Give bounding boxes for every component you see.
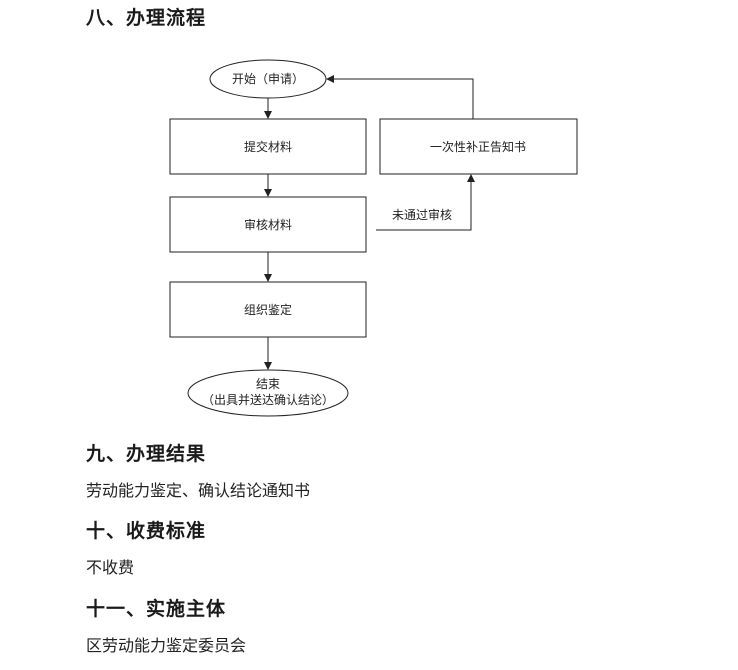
- section-text-fees: 不收费: [86, 558, 135, 577]
- process-flowchart: 开始（申请） 提交材料 一次性补正告知书 审核材料 组织鉴定 结束 （出具并送达…: [169, 59, 578, 417]
- section-heading-process: 八、办理流程: [86, 7, 207, 29]
- section-heading-result: 九、办理结果: [86, 443, 207, 465]
- flow-end-label-line1: 结束: [256, 377, 280, 391]
- section-heading-fees: 十、收费标准: [86, 520, 207, 542]
- flow-organize-label: 组织鉴定: [244, 302, 292, 317]
- flow-end-label-line2: （出具并送达确认结论）: [202, 392, 334, 407]
- flow-review-node: 审核材料: [169, 196, 367, 253]
- section-text-authority: 区劳动能力鉴定委员会: [86, 636, 247, 655]
- flow-end-node: 结束 （出具并送达确认结论）: [187, 369, 349, 417]
- flow-start-node: 开始（申请）: [209, 59, 327, 99]
- flow-organize-node: 组织鉴定: [169, 281, 367, 338]
- arrow-review-to-supplement: [376, 174, 475, 231]
- flow-review-label: 审核材料: [244, 217, 292, 232]
- arrow-supplement-to-start: [326, 75, 474, 119]
- flow-supplement-label: 一次性补正告知书: [430, 140, 526, 154]
- flow-submit-node: 提交材料: [169, 118, 367, 175]
- section-text-result: 劳动能力鉴定、确认结论通知书: [86, 481, 311, 500]
- flow-submit-label: 提交材料: [244, 139, 292, 154]
- flow-supplement-node: 一次性补正告知书: [379, 118, 578, 175]
- flow-start-label: 开始（申请）: [232, 72, 304, 86]
- flow-fail-label: 未通过审核: [392, 207, 452, 222]
- section-heading-authority: 十一、实施主体: [86, 598, 227, 620]
